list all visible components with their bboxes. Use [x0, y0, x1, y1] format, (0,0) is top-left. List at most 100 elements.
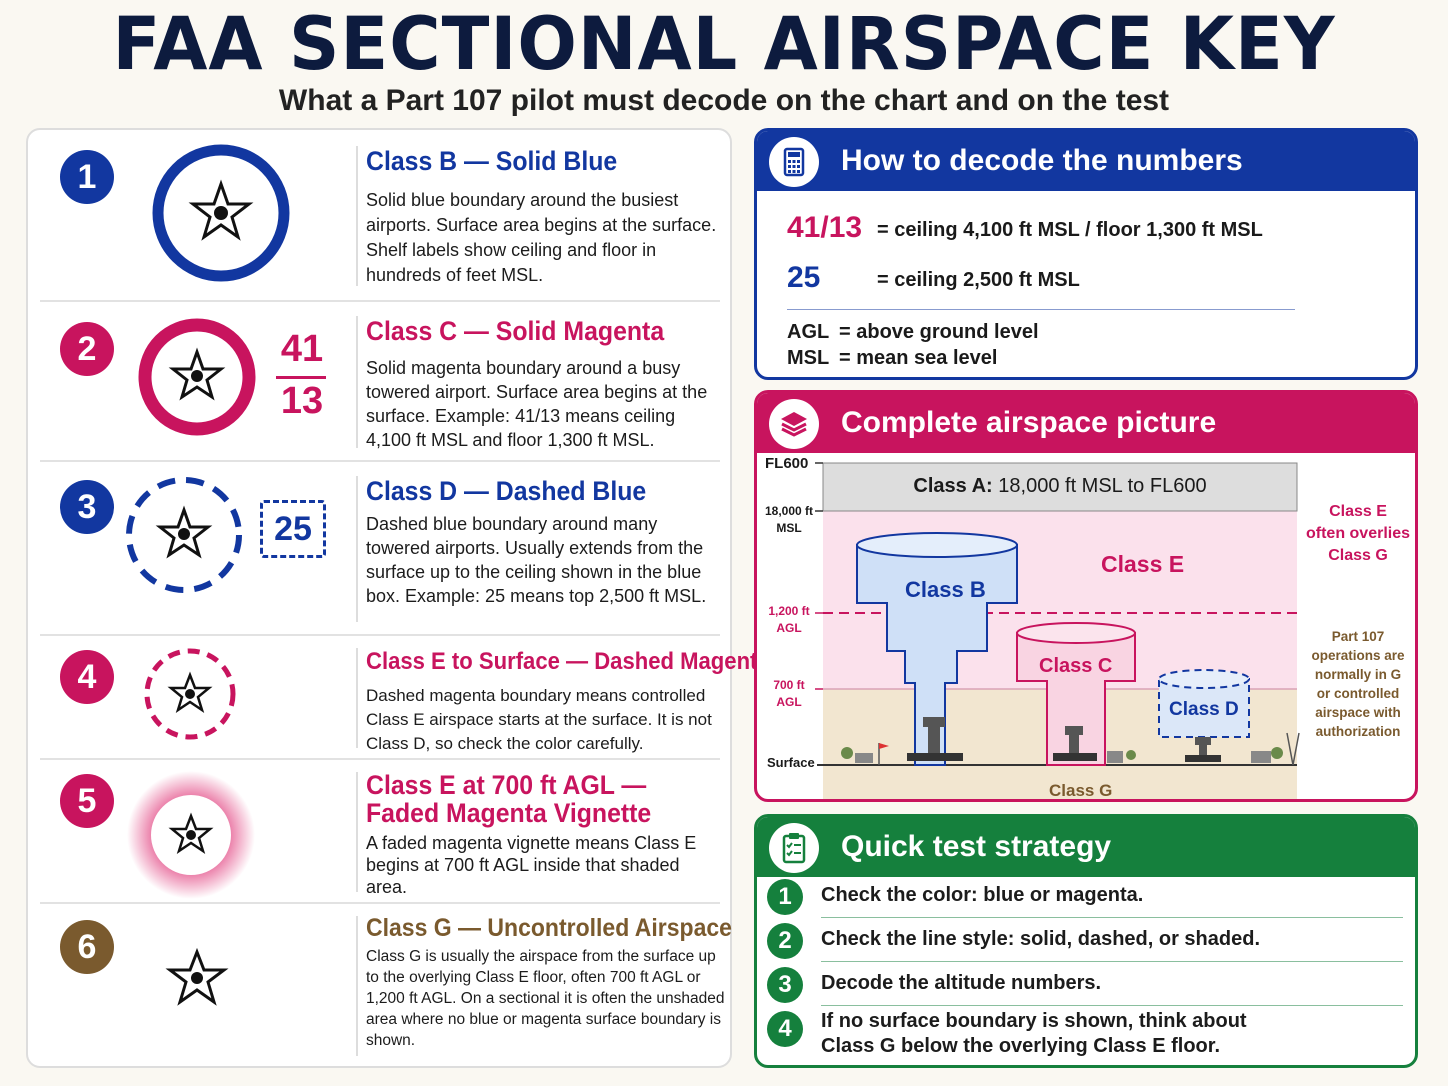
alt-18000-label: 18,000 ft MSL	[761, 503, 817, 537]
picture-heading: Complete airspace picture	[841, 406, 1217, 439]
class-g-label: Class G	[1049, 781, 1113, 800]
strategy-step-number: 2	[767, 923, 803, 959]
class-e-surface-number: 4	[60, 650, 114, 704]
class-e-700-description: A faded magenta vignette means Class E b…	[366, 833, 697, 897]
note2-line5: airspace with	[1315, 705, 1401, 720]
class-d-ceiling-box: 25	[260, 500, 326, 558]
class-e-700-symbol	[127, 771, 255, 899]
airport-star-icon	[165, 947, 229, 1006]
strategy-heading: Quick test strategy	[841, 830, 1112, 863]
strategy-divider	[821, 1005, 1403, 1006]
layers-icon	[769, 399, 819, 449]
class-e-700-row: 5 Class E at 700 ft AGL — Faded Magenta …	[40, 760, 720, 904]
decode-heading: How to decode the numbers	[841, 144, 1243, 177]
strategy-step-text: Decode the altitude numbers.	[821, 972, 1102, 994]
airspace-cross-section	[815, 462, 1300, 799]
msl-abbr: MSL	[787, 347, 830, 369]
class-c-label: Class C	[1039, 655, 1113, 677]
airport-star-icon	[155, 505, 213, 559]
note2-line6: authorization	[1315, 724, 1401, 739]
class-b-description: Solid blue boundary around the busiest a…	[366, 190, 717, 285]
alt-700-label: 700 ft AGL	[761, 677, 817, 711]
class-d-symbol	[126, 477, 242, 593]
example-41-13-meaning: = ceiling 4,100 ft MSL / floor 1,300 ft …	[877, 219, 1263, 241]
note2-line2: operations are	[1311, 648, 1405, 663]
class-e-700-title-line2: Faded Magenta Vignette	[366, 798, 652, 828]
note2-line3: normally in G	[1314, 667, 1402, 682]
strategy-step-number: 3	[767, 967, 803, 1003]
agl-abbr: AGL	[787, 321, 830, 343]
class-b-row: 1 Class B — Solid Blue Solid blue bounda…	[40, 130, 720, 302]
class-a-zone	[822, 462, 1298, 512]
msl-meaning: = mean sea level	[839, 347, 998, 369]
airport-star-icon	[168, 347, 226, 401]
page-title: FAA SECTIONAL AIRSPACE KEY	[112, 0, 1336, 88]
example-25-meaning: = ceiling 2,500 ft MSL	[877, 269, 1080, 291]
alt-700-line2: AGL	[776, 695, 802, 709]
agl-meaning: = above ground level	[839, 321, 1039, 343]
strategy-step-text: Check the line style: solid, dashed, or …	[821, 928, 1261, 950]
surface-label: Surface	[767, 755, 815, 770]
class-c-symbol	[138, 318, 256, 436]
alt-1200-line2: AGL	[776, 621, 802, 635]
class-d-label: Class D	[1169, 699, 1239, 720]
class-e-surface-title: Class E to Surface — Dashed Magenta	[366, 648, 770, 675]
airport-star-icon	[188, 179, 254, 241]
airspace-picture-card: Complete airspace picture	[754, 390, 1418, 802]
page-subtitle: What a Part 107 pilot must decode on the…	[278, 84, 1170, 117]
class-c-shape	[1016, 632, 1136, 766]
class-e-label: Class E	[1101, 551, 1185, 577]
class-d-title: Class D — Dashed Blue	[366, 476, 647, 506]
airspace-class-list: 1 Class B — Solid Blue Solid blue bounda…	[26, 128, 770, 1068]
class-e-surface-symbol	[144, 648, 236, 740]
alt-1200-label: 1,200 ft AGL	[761, 603, 817, 637]
strategy-step-text: If no surface boundary is shown, think a…	[821, 1010, 1247, 1057]
picture-header: Complete airspace picture	[757, 393, 1415, 453]
test-strategy-card: Quick test strategy 1 Check the color: b…	[754, 814, 1418, 1068]
decode-divider	[787, 309, 1295, 310]
clipboard-icon	[769, 823, 819, 873]
strategy-step-number: 1	[767, 879, 803, 915]
note2-line4: or controlled	[1316, 686, 1400, 701]
class-e-surface-row: 4 Class E to Surface — Dashed Magenta Da…	[40, 636, 770, 760]
class-b-title: Class B — Solid Blue	[366, 146, 618, 176]
class-b-symbol	[152, 144, 290, 282]
class-g-description: Class G is usually the airspace from the…	[366, 948, 725, 1049]
strategy-step-number: 4	[767, 1011, 803, 1047]
class-c-fraction-bar	[276, 376, 326, 379]
decode-header: How to decode the numbers	[757, 131, 1415, 191]
strategy-step-text: Check the color: blue or magenta.	[821, 884, 1144, 906]
class-b-number: 1	[60, 150, 114, 204]
class-b-shape	[856, 544, 1018, 766]
class-d-description: Dashed blue boundary around many towered…	[366, 514, 707, 606]
example-25: 25	[787, 261, 821, 294]
alt-700-line1: 700 ft	[773, 678, 805, 692]
class-g-title: Class G — Uncontrolled Airspace	[366, 914, 732, 942]
strategy-divider	[821, 961, 1403, 962]
class-g-symbol	[165, 947, 229, 1006]
class-c-ceiling-label: 41	[280, 328, 324, 370]
class-b-label: Class B	[905, 577, 986, 602]
class-e-700-title-line1: Class E at 700 ft AGL —	[366, 770, 647, 800]
airport-star-icon	[168, 812, 214, 854]
note1-line3: Class G	[1328, 547, 1388, 564]
strategy-header: Quick test strategy	[757, 817, 1415, 877]
note1-line2: often overlies	[1305, 525, 1411, 542]
airport-star-icon	[167, 671, 213, 713]
class-d-row: 3 25 Class D — Dashed Blue Dashed blue b…	[40, 462, 720, 636]
class-e-overlies-note: Class E often overlies Class G	[1301, 501, 1415, 567]
class-d-ceiling-label: 25	[274, 510, 312, 548]
class-d-number: 3	[60, 480, 114, 534]
fl600-label: FL600	[765, 455, 809, 472]
class-g-row: 6 Class G — Uncontrolled Airspace Class …	[40, 904, 732, 1068]
note1-line1: Class E	[1329, 503, 1387, 520]
class-a-label-bold: Class A:	[913, 475, 993, 497]
part107-note: Part 107 operations are normally in G or…	[1301, 627, 1415, 741]
class-g-number: 6	[60, 920, 114, 974]
class-c-number: 2	[60, 322, 114, 376]
example-41-13: 41/13	[787, 211, 863, 244]
class-c-floor-label: 13	[280, 380, 324, 422]
class-c-description: Solid magenta boundary around a busy tow…	[366, 358, 708, 450]
class-a-label-rest: 18,000 ft MSL to FL600	[998, 475, 1207, 497]
decode-numbers-card: How to decode the numbers 41/13 = ceilin…	[754, 128, 1418, 380]
